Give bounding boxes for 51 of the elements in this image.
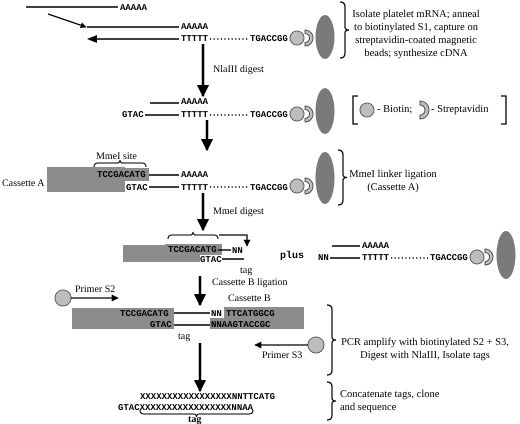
dna-sequence: TGACCGG <box>250 110 288 120</box>
step-description: PCR amplify with biotinylated S2 + S3, Digest with NlaIII, Isolate tags <box>340 336 510 362</box>
step-label: Cassette A <box>2 178 44 189</box>
dna-sequence: TCCGACATG <box>120 309 169 319</box>
dna-sequence: AAAAA <box>120 3 148 13</box>
step-description: Concatenate tags, clone and sequence <box>340 388 440 414</box>
part-label: Primer S2 <box>75 284 116 295</box>
dna-sequence: TGACCGG <box>250 183 288 193</box>
legend-text: - Biotin; <box>377 104 412 116</box>
arrow <box>194 343 206 392</box>
dna-sequence: GTAC <box>122 110 144 120</box>
dna-sequence: TTTTT <box>181 110 208 120</box>
arrow <box>194 276 206 306</box>
plus-label: plus <box>280 250 304 264</box>
dna-sequence: TCCGACATG <box>168 245 217 255</box>
step-label: tag <box>188 414 202 424</box>
dna-sequence: GTAC <box>150 320 172 330</box>
dna-sequence: AAAAA <box>181 97 208 107</box>
dna-sequence: AAAAA <box>181 170 208 180</box>
part-label: Primer S3 <box>262 350 302 361</box>
arrow <box>196 193 210 232</box>
arrow <box>48 13 87 28</box>
dna-sequence: NNAAGTACCGC <box>211 320 270 330</box>
dna-sequence: AAAAA <box>362 241 390 251</box>
arrow <box>200 120 214 152</box>
arrow <box>196 44 210 98</box>
dna-sequence: TGACCGG <box>250 34 288 44</box>
part-label: Cassette B <box>228 293 270 304</box>
dna-sequence: TTTTT <box>362 253 390 263</box>
step-label: tag <box>178 331 190 342</box>
edge-label: Cassette B ligation <box>212 277 288 288</box>
dna-sequence: GTAC <box>200 255 222 265</box>
dna-sequence: TTTTT <box>181 34 208 44</box>
dna-sequence: GTAC <box>126 183 148 193</box>
edge-label: NlaIII digest <box>213 64 264 75</box>
dna-sequence: NN <box>318 253 329 263</box>
dna-sequence: GTACXXXXXXXXXXXXXXXXXNNAA <box>118 403 254 413</box>
dna-sequence: NN <box>211 309 222 319</box>
legend-text: - Streptavidin <box>431 104 488 116</box>
dna-sequence: TTCATGGCG <box>226 309 275 319</box>
step-description: MmeI linker ligation (Cassette A) <box>348 168 438 194</box>
step-label: tag <box>240 265 252 276</box>
dna-sequence: TGACCGG <box>430 253 468 263</box>
dna-sequence: XXXXXXXXXXXXXXXXXNNTTCATG <box>140 392 276 402</box>
edge-label: MmeI digest <box>213 206 264 217</box>
dna-sequence: TCCGACATG <box>97 170 146 180</box>
step-label: MmeI site <box>96 151 137 162</box>
dna-sequence: AAAAA <box>181 22 208 32</box>
dna-sequence: NN <box>232 246 243 256</box>
dna-sequence: TTTTT <box>181 183 208 193</box>
step-description: Isolate platelet mRNA; anneal to biotinylated S1, capture on streptavidin-coated magnetic beads; synthesize cDNA <box>352 8 480 60</box>
